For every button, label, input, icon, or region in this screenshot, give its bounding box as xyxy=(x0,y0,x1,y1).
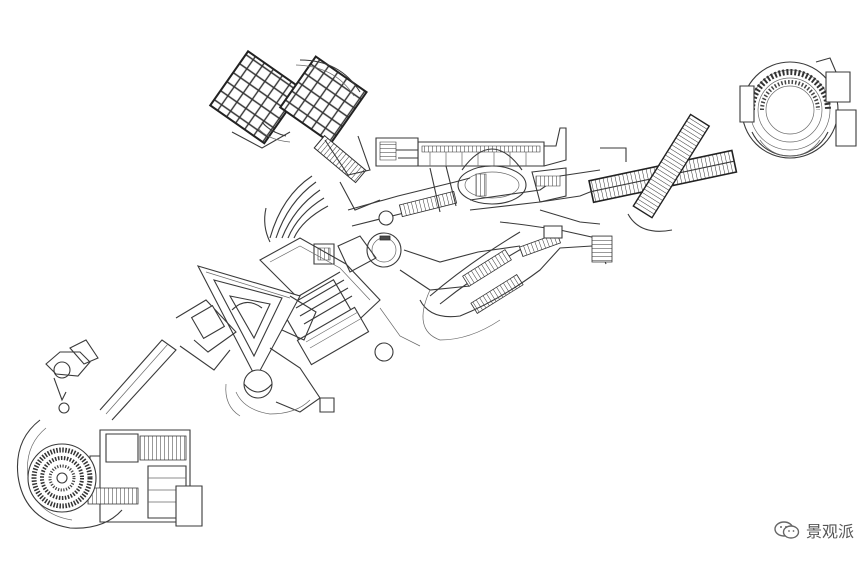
stair-fans xyxy=(420,210,612,317)
small-sculptures xyxy=(46,340,98,413)
round-theatre xyxy=(740,58,856,158)
hub-rotunda xyxy=(367,211,401,361)
watermark: 景观派 xyxy=(774,518,854,542)
pavilion-stair xyxy=(314,136,366,183)
fan-terraces xyxy=(265,176,328,242)
spiral-amphitheatre xyxy=(17,420,122,528)
bottom-left-complex xyxy=(88,430,202,526)
small-pavilion xyxy=(320,398,334,412)
main-spine xyxy=(348,166,600,226)
grid-pavilion-left xyxy=(210,51,302,143)
upper-long-building xyxy=(376,128,566,166)
central-blocks xyxy=(260,236,520,365)
grid-pavilion-right xyxy=(280,57,366,143)
wechat-icon xyxy=(774,521,800,539)
lower-left-corridor xyxy=(100,300,236,420)
watermark-text: 景观派 xyxy=(805,522,854,541)
diagonal-ramp xyxy=(633,114,709,217)
